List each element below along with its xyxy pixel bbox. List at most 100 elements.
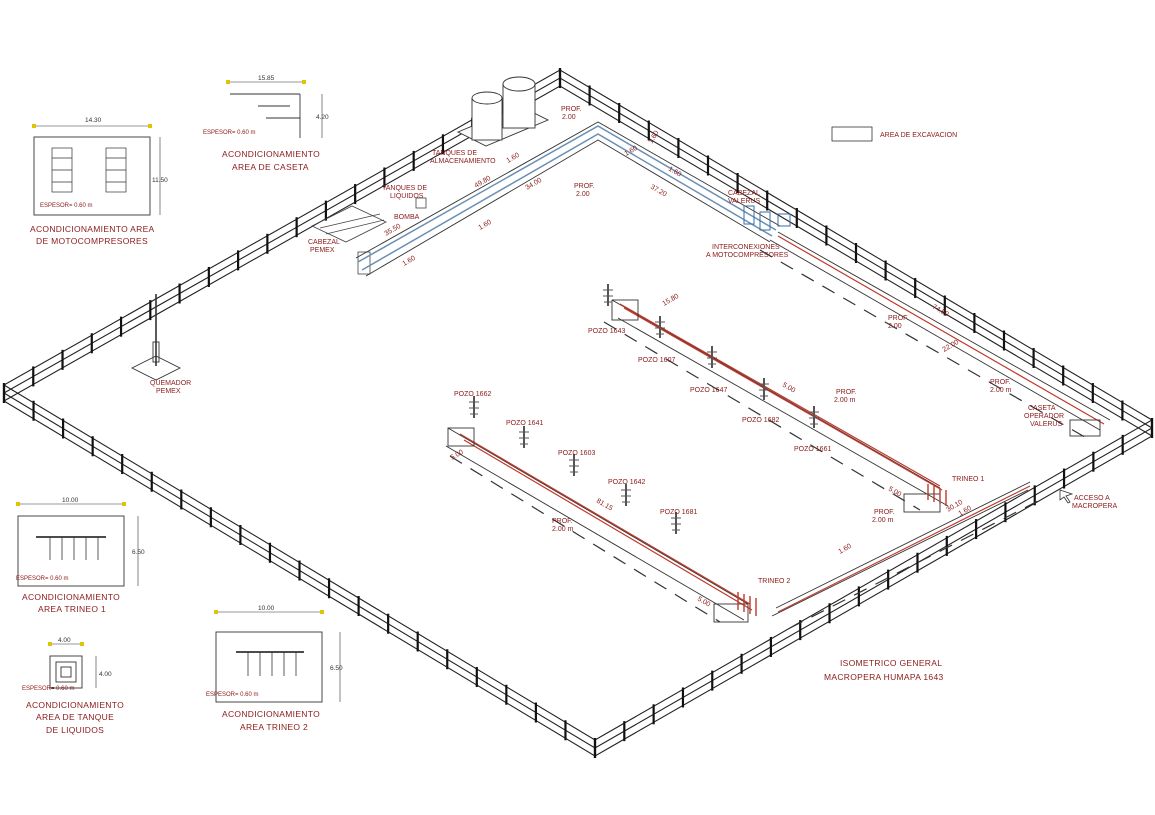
espesor: ESPESOR= 0.60 m bbox=[16, 576, 69, 582]
valerus-header bbox=[743, 205, 791, 231]
dimension-label: 81.15 bbox=[595, 498, 614, 513]
pozo-label: POZO 1647 bbox=[690, 387, 727, 394]
trineo2-manifold bbox=[737, 592, 757, 616]
prof-value: 2.00 bbox=[888, 323, 902, 330]
label-tanques-almacenamiento: TANQUES DE bbox=[432, 150, 477, 157]
pipe-route-blue bbox=[355, 121, 781, 277]
legend-label: AREA DE EXCAVACION bbox=[880, 132, 957, 139]
drawing-title-line2: MACROPERA HUMAPA 1643 bbox=[824, 672, 944, 682]
label-caseta-3: VALERUS bbox=[1030, 421, 1062, 428]
detail-title-line2: AREA DE CASETA bbox=[232, 162, 309, 172]
dimension-label: 1.60 bbox=[402, 255, 417, 268]
dim-height: 11.50 bbox=[152, 177, 168, 184]
label-cabezal-valerus-2: VALERUS bbox=[728, 198, 760, 205]
prof-value: 2.00 bbox=[562, 114, 576, 121]
label-quemador-2: PEMEX bbox=[156, 388, 181, 395]
label-acceso-2: MACROPERA bbox=[1072, 503, 1117, 510]
dimension-label: 34.00 bbox=[525, 177, 544, 192]
espesor: ESPESOR= 0.60 m bbox=[206, 692, 259, 698]
prof-label: PROF. bbox=[561, 106, 582, 113]
dim-height: 6.50 bbox=[132, 549, 145, 556]
label-cabezal-valerus: CABEZAL bbox=[728, 190, 760, 197]
prof-value: 2.00 bbox=[576, 191, 590, 198]
label-interconexiones-2: A MOTOCOMPRESORES bbox=[706, 252, 789, 259]
dim-width: 4.00 bbox=[58, 637, 71, 644]
dimension-label: 22.00 bbox=[942, 339, 961, 354]
detail-title-line1: ACONDICIONAMIENTO bbox=[222, 709, 320, 719]
wellhead-icon bbox=[707, 346, 717, 368]
dimension-label: 5.00 bbox=[887, 486, 902, 499]
dim-width: 10.00 bbox=[62, 497, 79, 504]
detail-title-line1: ACONDICIONAMIENTO bbox=[22, 592, 120, 602]
label-tanques-liquidos-2: LIQUIDOS bbox=[390, 193, 424, 200]
caseta-operador bbox=[1069, 419, 1101, 437]
perimeter-fence bbox=[2, 68, 1154, 758]
detail-title-line2: DE MOTOCOMPRESORES bbox=[36, 236, 148, 246]
detail-title-line2: AREA TRINEO 1 bbox=[38, 604, 106, 614]
espesor: ESPESOR= 0.60 m bbox=[40, 203, 93, 209]
label-quemador: QUEMADOR bbox=[150, 380, 191, 387]
detail-frame bbox=[215, 631, 323, 703]
pozo-label: POZO 1682 bbox=[742, 417, 779, 424]
detail-tanque: 4.00 4.00 ESPESOR= 0.60 m ACONDICIONAMIE… bbox=[22, 637, 124, 735]
detail-title-line1: ACONDICIONAMIENTO bbox=[26, 700, 124, 710]
label-acceso: ACCESO A bbox=[1074, 495, 1110, 502]
label-cabezal-pemex-2: PEMEX bbox=[310, 247, 335, 254]
pozo-label: POZO 1603 bbox=[558, 450, 595, 457]
pozo-label: POZO 1662 bbox=[454, 391, 491, 398]
prof-label: PROF. bbox=[552, 518, 573, 525]
dimension-label: 1.60 bbox=[478, 219, 493, 232]
wellhead-icon bbox=[621, 484, 631, 506]
label-interconexiones: INTERCONEXIONES bbox=[712, 244, 780, 251]
label-tanques-liquidos: TANQUES DE bbox=[382, 185, 427, 192]
detail-title-line1: ACONDICIONAMIENTO AREA bbox=[30, 224, 155, 234]
wellhead-icon bbox=[655, 316, 665, 338]
manifold-icon bbox=[36, 536, 106, 560]
prof-labels: PROF. 2.00 PROF. 2.00 PROF. 2.00 PROF. 2… bbox=[552, 106, 1012, 533]
detail-motocompresores: 14.30 11.50 ESPESOR= 0.60 m ACONDICIONAM… bbox=[30, 117, 168, 246]
wellhead-icon bbox=[603, 284, 613, 306]
wellhead-icon bbox=[519, 426, 529, 448]
dimension-label: 5.00 bbox=[781, 382, 796, 395]
wellhead-icon bbox=[671, 512, 681, 534]
dimension-label: 5.00 bbox=[696, 596, 711, 609]
trench-right bbox=[759, 231, 1111, 441]
label-trineo2: TRINEO 2 bbox=[758, 578, 790, 585]
pozo-label: POZO 1643 bbox=[588, 328, 625, 335]
dimension-label: 74.50 bbox=[931, 304, 950, 319]
label-bomba: BOMBA bbox=[394, 214, 420, 221]
cabezal-pemex-equipment bbox=[311, 197, 427, 275]
prof-value: 2.00 m bbox=[872, 517, 894, 524]
wells: POZO 1643 POZO 1607 POZO 1647 POZO 1682 … bbox=[454, 284, 831, 534]
espesor: ESPESOR= 0.60 m bbox=[22, 686, 75, 692]
dim-height: 4.20 bbox=[316, 114, 329, 121]
prof-label: PROF. bbox=[874, 509, 895, 516]
espesor: ESPESOR= 0.60 m bbox=[203, 130, 256, 136]
drawing-title-line1: ISOMETRICO GENERAL bbox=[840, 658, 942, 668]
legend-swatch bbox=[831, 126, 873, 142]
dimension-label: 1.60 bbox=[838, 543, 853, 556]
prof-value: 2.00 m bbox=[990, 387, 1012, 394]
dimension-label: 37.20 bbox=[649, 184, 668, 199]
label-caseta: CASETA bbox=[1028, 405, 1056, 412]
compressor-unit-icon bbox=[51, 147, 127, 193]
legend: AREA DE EXCAVACION bbox=[831, 126, 957, 142]
dimension-label: 1.60 bbox=[506, 152, 521, 165]
pozo-label: POZO 1607 bbox=[638, 357, 675, 364]
pozo-label: POZO 1642 bbox=[608, 479, 645, 486]
detail-title-line3: DE LIQUIDOS bbox=[46, 725, 104, 735]
detail-title-line2: AREA DE TANQUE bbox=[36, 712, 114, 722]
label-cabezal-pemex: CABEZAL bbox=[308, 239, 340, 246]
detail-caseta: 15.85 4.20 ESPESOR= 0.60 m ACONDICIONAMI… bbox=[203, 75, 329, 172]
pozo-label: POZO 1681 bbox=[660, 509, 697, 516]
dim-width: 10.00 bbox=[258, 605, 275, 612]
wellhead-icon bbox=[759, 378, 769, 400]
dim-height: 4.00 bbox=[99, 671, 112, 678]
storage-tanks bbox=[456, 76, 550, 147]
pozo-label: POZO 1641 bbox=[506, 420, 543, 427]
dim-height: 6.50 bbox=[330, 665, 343, 672]
detail-trineo2: 10.00 6.50 ESPESOR= 0.60 m ACONDICIONAMI… bbox=[206, 605, 343, 732]
